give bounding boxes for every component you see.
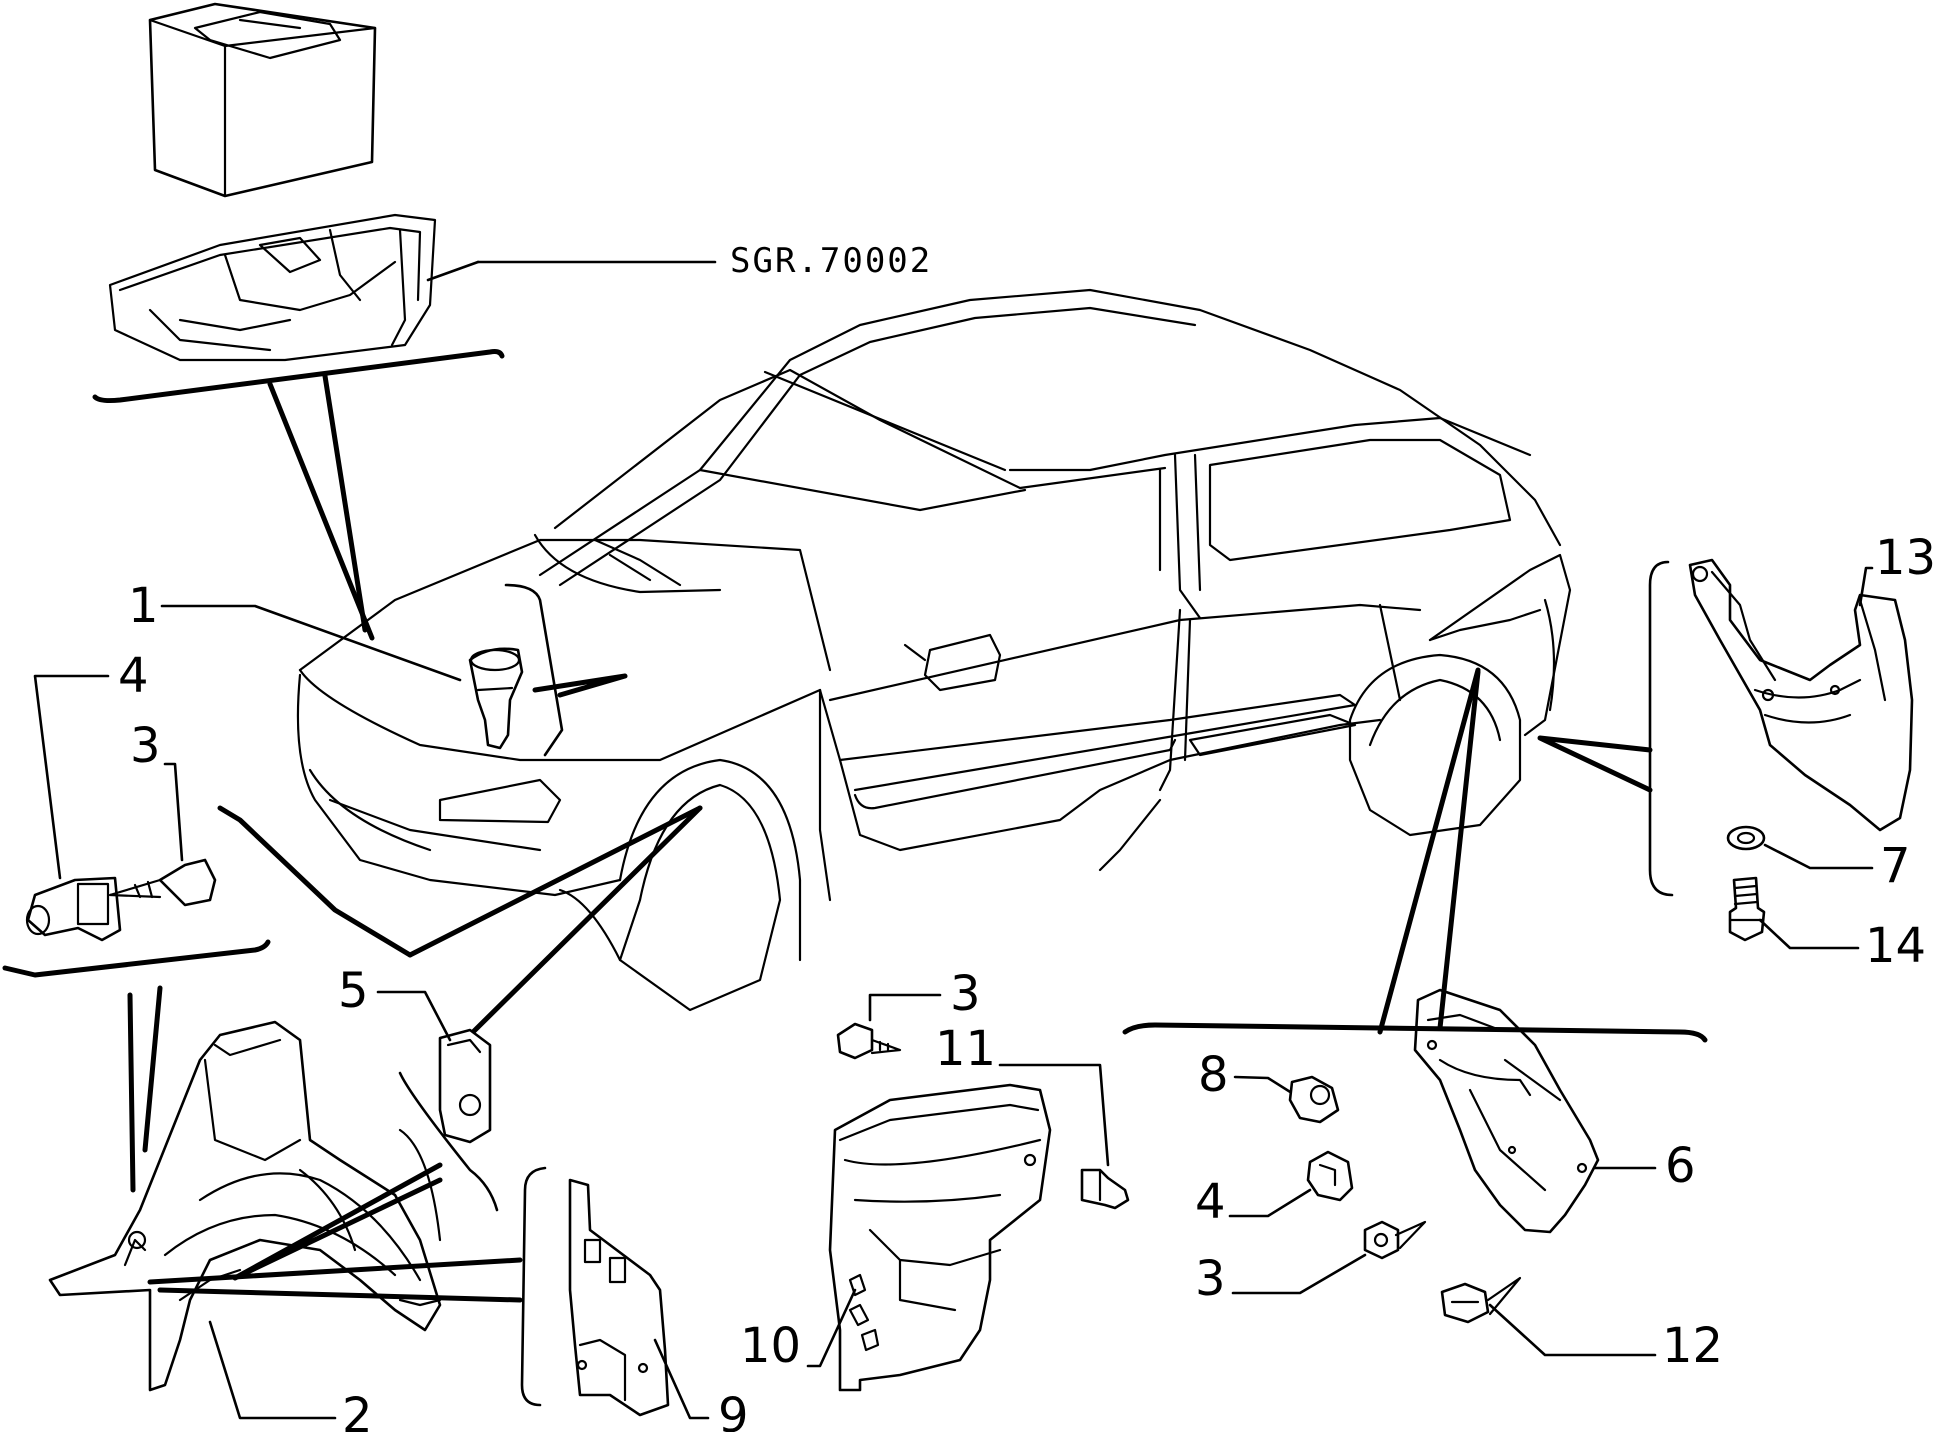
part-1-insert bbox=[468, 647, 524, 750]
reference-leader bbox=[426, 260, 480, 282]
callout-3-right: 3 bbox=[1195, 1251, 1226, 1307]
callout-1: 1 bbox=[128, 578, 159, 634]
callout-3-center-leader bbox=[868, 993, 942, 1022]
battery-bracket bbox=[92, 349, 505, 404]
battery-pointer-1 bbox=[267, 381, 375, 641]
mud-flap-bracket bbox=[1648, 560, 1674, 897]
part-9-bracket bbox=[520, 1166, 547, 1407]
part-5-bracket bbox=[398, 1071, 499, 1212]
callout-11-leader bbox=[998, 1063, 1110, 1167]
callout-8-leader bbox=[1233, 1075, 1297, 1097]
callout-7-leader bbox=[1763, 843, 1874, 870]
callout-9-leader bbox=[653, 1338, 710, 1420]
callout-4-left: 4 bbox=[118, 648, 149, 704]
callout-2-leader bbox=[208, 1320, 337, 1420]
part-6-shield bbox=[1413, 988, 1600, 1234]
callout-6: 6 bbox=[1665, 1138, 1696, 1194]
front-arch-pointer-2 bbox=[467, 805, 703, 1038]
callout-12-leader bbox=[1488, 1303, 1657, 1357]
callout-10: 10 bbox=[740, 1318, 801, 1374]
part-9-shield bbox=[568, 1178, 670, 1417]
part-1-bracket bbox=[504, 583, 564, 757]
callout-2: 2 bbox=[342, 1388, 373, 1432]
callout-3-left-leader bbox=[163, 762, 184, 862]
battery-tray bbox=[108, 213, 437, 362]
callout-13: 13 bbox=[1875, 530, 1936, 586]
callout-14-leader bbox=[1758, 918, 1860, 950]
part-13-mud-flap bbox=[1688, 558, 1914, 832]
part-3-screw-center bbox=[836, 1022, 902, 1060]
part-2-wheel-arch-liner bbox=[48, 1020, 442, 1392]
battery bbox=[148, 2, 377, 198]
callout-7: 7 bbox=[1880, 838, 1911, 894]
callout-14: 14 bbox=[1865, 918, 1926, 974]
front-arch-pointer-1 bbox=[407, 805, 703, 958]
part-12-screw bbox=[1440, 1276, 1522, 1324]
battery-pointer-2 bbox=[322, 373, 368, 633]
callout-4-left-leader bbox=[33, 674, 110, 880]
mud-flap-pointer bbox=[1537, 735, 1653, 793]
callout-10-leader bbox=[806, 1288, 857, 1368]
callout-3-right-leader bbox=[1231, 1253, 1367, 1295]
left-pointer-2 bbox=[142, 985, 163, 1153]
callout-5: 5 bbox=[338, 963, 369, 1019]
callout-4-right: 4 bbox=[1195, 1174, 1226, 1230]
part-4-clip-right bbox=[1306, 1150, 1354, 1202]
part-5-clip-nut bbox=[438, 1028, 492, 1144]
callout-5-leader bbox=[376, 990, 452, 1042]
part-8-nut bbox=[1288, 1075, 1340, 1124]
part-3-screw-right bbox=[1363, 1220, 1427, 1260]
part-3-screw-left bbox=[108, 858, 217, 907]
part-9-pointer-1 bbox=[147, 1257, 523, 1285]
reference-label: SGR.70002 bbox=[730, 241, 932, 281]
callout-13-leader bbox=[1858, 566, 1874, 607]
part-9-pointer-2 bbox=[157, 1287, 523, 1303]
front-arch-bracket bbox=[217, 805, 413, 958]
callout-11: 11 bbox=[935, 1021, 996, 1077]
rear-pointer-1 bbox=[1377, 667, 1481, 1035]
callout-1-leader bbox=[160, 604, 462, 682]
part-4-clip bbox=[25, 876, 122, 942]
part-7-washer bbox=[1726, 825, 1766, 851]
part-14-bolt bbox=[1728, 876, 1766, 942]
part-1-pointer bbox=[532, 673, 628, 698]
callout-3-center: 3 bbox=[950, 966, 981, 1022]
left-parts-bracket bbox=[2, 939, 271, 978]
part-11-clip bbox=[1080, 1168, 1130, 1210]
callout-8: 8 bbox=[1198, 1047, 1229, 1103]
part-10-shield bbox=[828, 1083, 1052, 1392]
callout-3-left: 3 bbox=[130, 718, 161, 774]
callout-9: 9 bbox=[718, 1388, 749, 1432]
rear-pointer-2 bbox=[1437, 669, 1481, 1031]
callout-4-right-leader bbox=[1228, 1188, 1312, 1218]
rear-parts-bracket bbox=[1122, 1022, 1708, 1043]
callout-12: 12 bbox=[1662, 1318, 1723, 1374]
left-pointer-1 bbox=[127, 992, 136, 1193]
car-body bbox=[296, 288, 1572, 1012]
